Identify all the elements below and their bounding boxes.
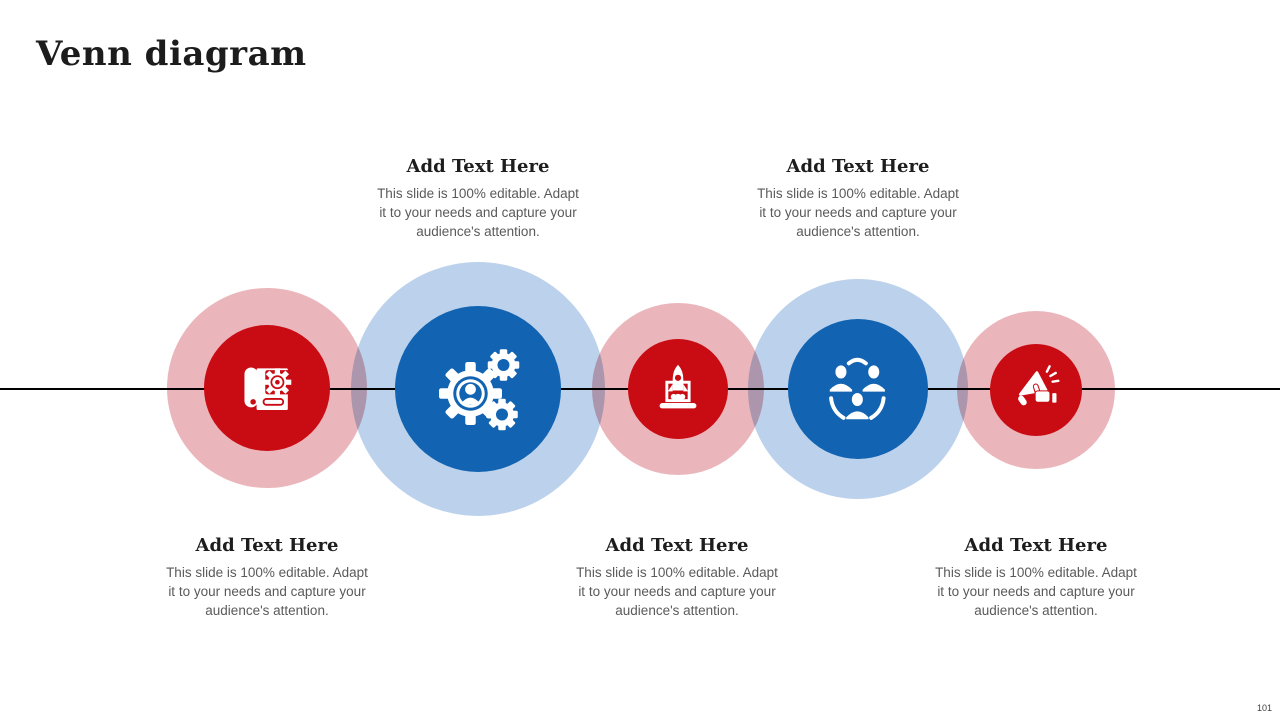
text-block-body: This slide is 100% editable. Adapt it to… — [576, 565, 778, 618]
text-block-bottom-2: Add Text Here This slide is 100% editabl… — [547, 535, 807, 620]
text-block-bottom-3: Add Text Here This slide is 100% editabl… — [906, 535, 1166, 620]
text-block-body: This slide is 100% editable. Adapt it to… — [757, 186, 959, 239]
gears-person-icon — [430, 341, 526, 437]
text-block-heading: Add Text Here — [605, 535, 749, 556]
text-block-body: This slide is 100% editable. Adapt it to… — [377, 186, 579, 239]
rocket-laptop-icon — [647, 358, 709, 420]
text-block-body: This slide is 100% editable. Adapt it to… — [166, 565, 368, 618]
text-block-heading: Add Text Here — [964, 535, 1108, 556]
text-block-heading: Add Text Here — [195, 535, 339, 556]
text-block-heading: Add Text Here — [406, 156, 550, 177]
venn-inner-circle-1 — [204, 325, 330, 451]
text-block-heading: Add Text Here — [786, 156, 930, 177]
text-block-top-1: Add Text Here This slide is 100% editabl… — [348, 156, 608, 241]
slide-title: Venn diagram — [36, 34, 307, 74]
venn-inner-circle-3 — [628, 339, 728, 439]
venn-inner-circle-2 — [395, 306, 561, 472]
team-network-icon — [816, 347, 900, 431]
page-number: 101 — [1256, 703, 1272, 713]
text-block-body: This slide is 100% editable. Adapt it to… — [935, 565, 1137, 618]
venn-inner-circle-4 — [788, 319, 928, 459]
megaphone-thumbs-up-icon — [1008, 362, 1064, 418]
text-block-bottom-1: Add Text Here This slide is 100% editabl… — [137, 535, 397, 620]
venn-inner-circle-5 — [990, 344, 1082, 436]
text-block-top-2: Add Text Here This slide is 100% editabl… — [728, 156, 988, 241]
blueprint-gear-icon — [230, 351, 304, 425]
